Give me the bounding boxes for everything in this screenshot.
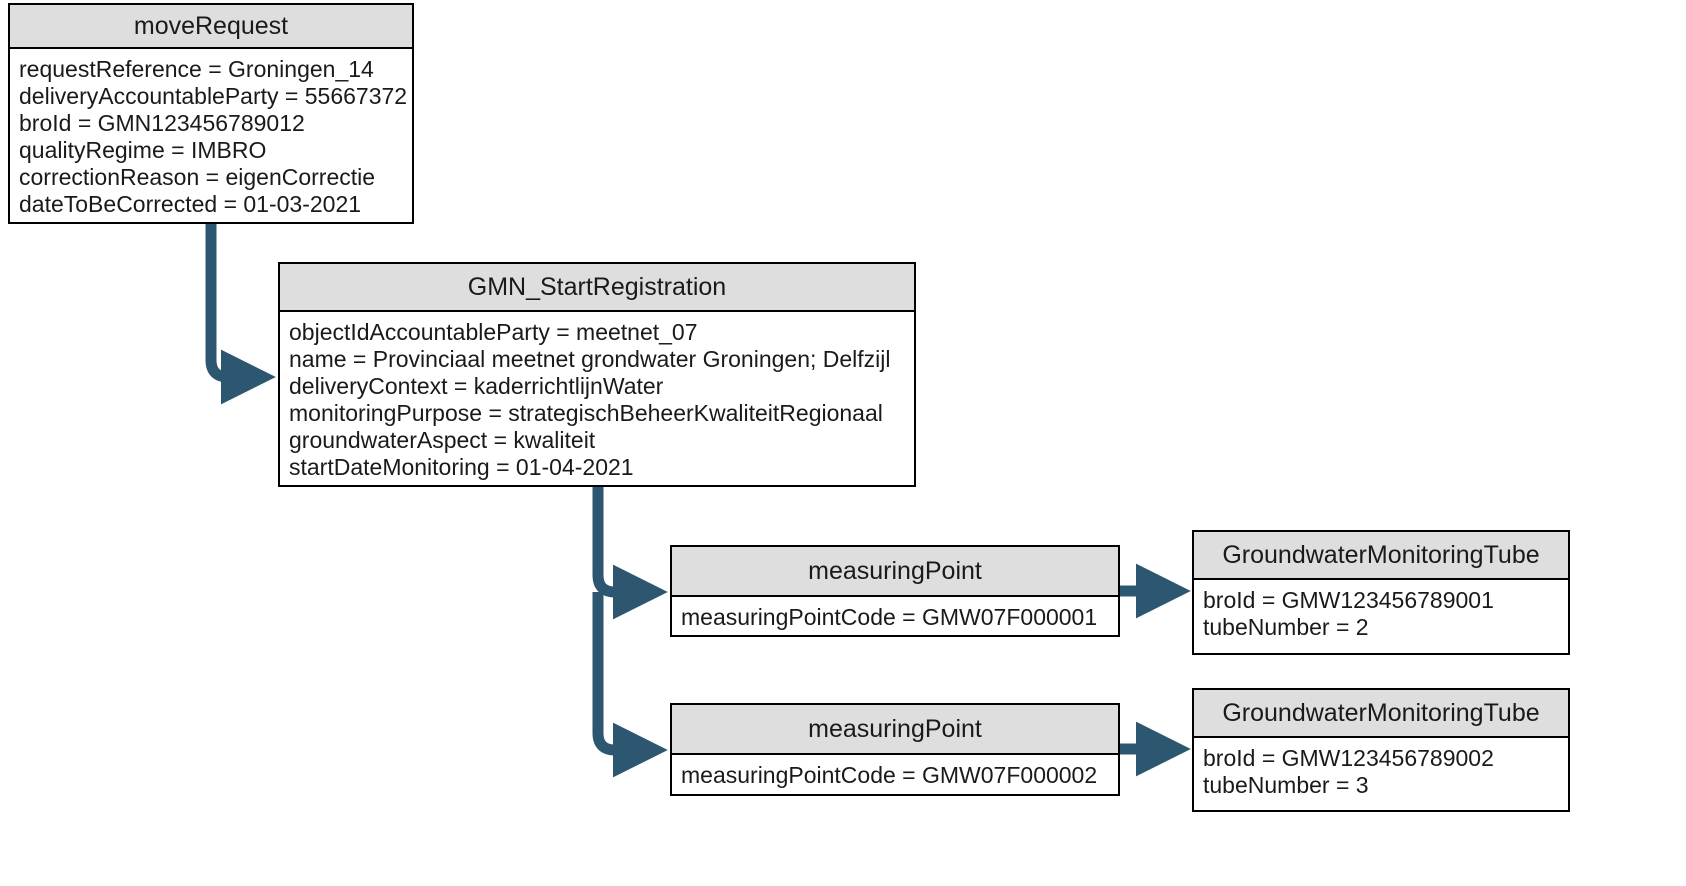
attribute-row: qualityRegime = IMBRO (19, 137, 267, 163)
object-box-groundwatermonitoringtube-2[interactable]: GroundwaterMonitoringTube broId = GMW123… (1192, 688, 1570, 812)
object-box-title: GMN_StartRegistration (280, 264, 914, 312)
attribute-row: correctionReason = eigenCorrectie (19, 164, 376, 190)
attribute-row: objectIdAccountableParty = meetnet_07 (289, 319, 698, 345)
object-box-attributes: measuringPointCode = GMW07F000002 (672, 755, 1118, 795)
attribute-row: measuringPointCode = GMW07F000002 (681, 762, 1098, 788)
attribute-row: tubeNumber = 2 (1203, 614, 1369, 640)
attribute-row: monitoringPurpose = strategischBeheerKwa… (289, 400, 883, 426)
object-box-attributes: measuringPointCode = GMW07F000001 (672, 597, 1118, 637)
object-box-attributes: broId = GMW123456789001 tubeNumber = 2 (1194, 580, 1568, 647)
object-box-measuringpoint-1[interactable]: measuringPoint measuringPointCode = GMW0… (670, 545, 1120, 637)
object-box-title: measuringPoint (672, 705, 1118, 755)
attribute-row: broId = GMW123456789001 (1203, 587, 1494, 613)
object-box-title: moveRequest (10, 5, 412, 49)
attribute-row: tubeNumber = 3 (1203, 772, 1369, 798)
object-box-gmn-startregistration[interactable]: GMN_StartRegistration objectIdAccountabl… (278, 262, 916, 487)
object-box-measuringpoint-2[interactable]: measuringPoint measuringPointCode = GMW0… (670, 703, 1120, 796)
object-box-title: GroundwaterMonitoringTube (1194, 690, 1568, 738)
connector-moverequest-to-gmn (205, 224, 276, 405)
attribute-row: dateToBeCorrected = 01-03-2021 (19, 191, 362, 217)
object-box-title: measuringPoint (672, 547, 1118, 597)
object-box-moverequest[interactable]: moveRequest requestReference = Groningen… (8, 3, 414, 224)
attribute-row: measuringPointCode = GMW07F000001 (681, 604, 1098, 630)
connector-gmn-to-measuringpoint-1 (592, 487, 668, 620)
attribute-row: deliveryAccountableParty = 55667372 (19, 83, 408, 109)
object-box-groundwatermonitoringtube-1[interactable]: GroundwaterMonitoringTube broId = GMW123… (1192, 530, 1570, 655)
attribute-row: groundwaterAspect = kwaliteit (289, 427, 596, 453)
attribute-row: deliveryContext = kaderrichtlijnWater (289, 373, 664, 399)
object-box-title: GroundwaterMonitoringTube (1194, 532, 1568, 580)
connector-gmn-to-measuringpoint-2 (592, 592, 668, 778)
attribute-row: requestReference = Groningen_14 (19, 56, 374, 82)
attribute-row: broId = GMN123456789012 (19, 110, 305, 136)
object-box-attributes: broId = GMW123456789002 tubeNumber = 3 (1194, 738, 1568, 805)
object-box-attributes: requestReference = Groningen_14 delivery… (10, 49, 412, 224)
object-box-attributes: objectIdAccountableParty = meetnet_07 na… (280, 312, 914, 487)
attribute-row: name = Provinciaal meetnet grondwater Gr… (289, 346, 891, 372)
attribute-row: broId = GMW123456789002 (1203, 745, 1494, 771)
attribute-row: startDateMonitoring = 01-04-2021 (289, 454, 634, 480)
